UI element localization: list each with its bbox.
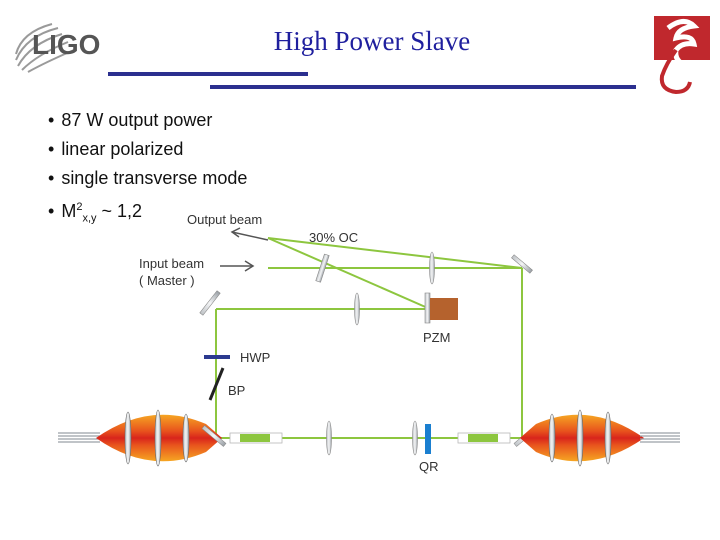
header-rule-short xyxy=(108,72,308,76)
pzm-mirror xyxy=(424,292,431,324)
oc-mirror xyxy=(315,253,330,283)
qr-rotator xyxy=(425,424,431,454)
fold-mirror-left xyxy=(199,290,221,316)
bullet-output-power: 87 W output power xyxy=(48,106,247,135)
ligo-logo: LIGO xyxy=(15,23,100,73)
slide-title: High Power Slave xyxy=(273,26,471,56)
ligo-swoosh-icon xyxy=(15,23,75,73)
lens-middle xyxy=(354,292,360,326)
logo-text: LIGO xyxy=(32,29,100,60)
label-qr: QR xyxy=(419,459,439,474)
pump-module-left xyxy=(58,409,283,467)
bullet-polarization: linear polarized xyxy=(48,135,247,164)
pump-module-right xyxy=(457,409,680,467)
hwp-plate xyxy=(204,355,230,359)
label-pzm: PZM xyxy=(423,330,450,345)
bullet-beam-quality: M2x,y ~ 1,2 xyxy=(48,193,247,225)
output-beam-arrow xyxy=(230,227,269,241)
bullet-transverse-mode: single transverse mode xyxy=(48,164,247,193)
label-bp: BP xyxy=(228,383,245,398)
pzm-mount xyxy=(430,298,458,320)
label-output-beam: Output beam xyxy=(187,212,262,227)
feature-list: 87 W output power linear polarized singl… xyxy=(48,106,247,225)
lens-bottom xyxy=(326,420,332,456)
header-rule-long xyxy=(210,85,636,89)
lens-top xyxy=(429,251,435,285)
label-oc: 30% OC xyxy=(309,230,358,245)
lens-bottom-right xyxy=(412,420,418,456)
beam-path xyxy=(215,237,523,439)
input-beam-arrow xyxy=(220,260,255,272)
emblem-icon xyxy=(654,16,710,95)
label-master: ( Master ) xyxy=(139,273,195,288)
fold-mirror-top-right xyxy=(511,254,533,274)
label-hwp: HWP xyxy=(240,350,270,365)
label-input-beam: Input beam xyxy=(139,256,204,271)
bp-plate xyxy=(208,367,225,401)
